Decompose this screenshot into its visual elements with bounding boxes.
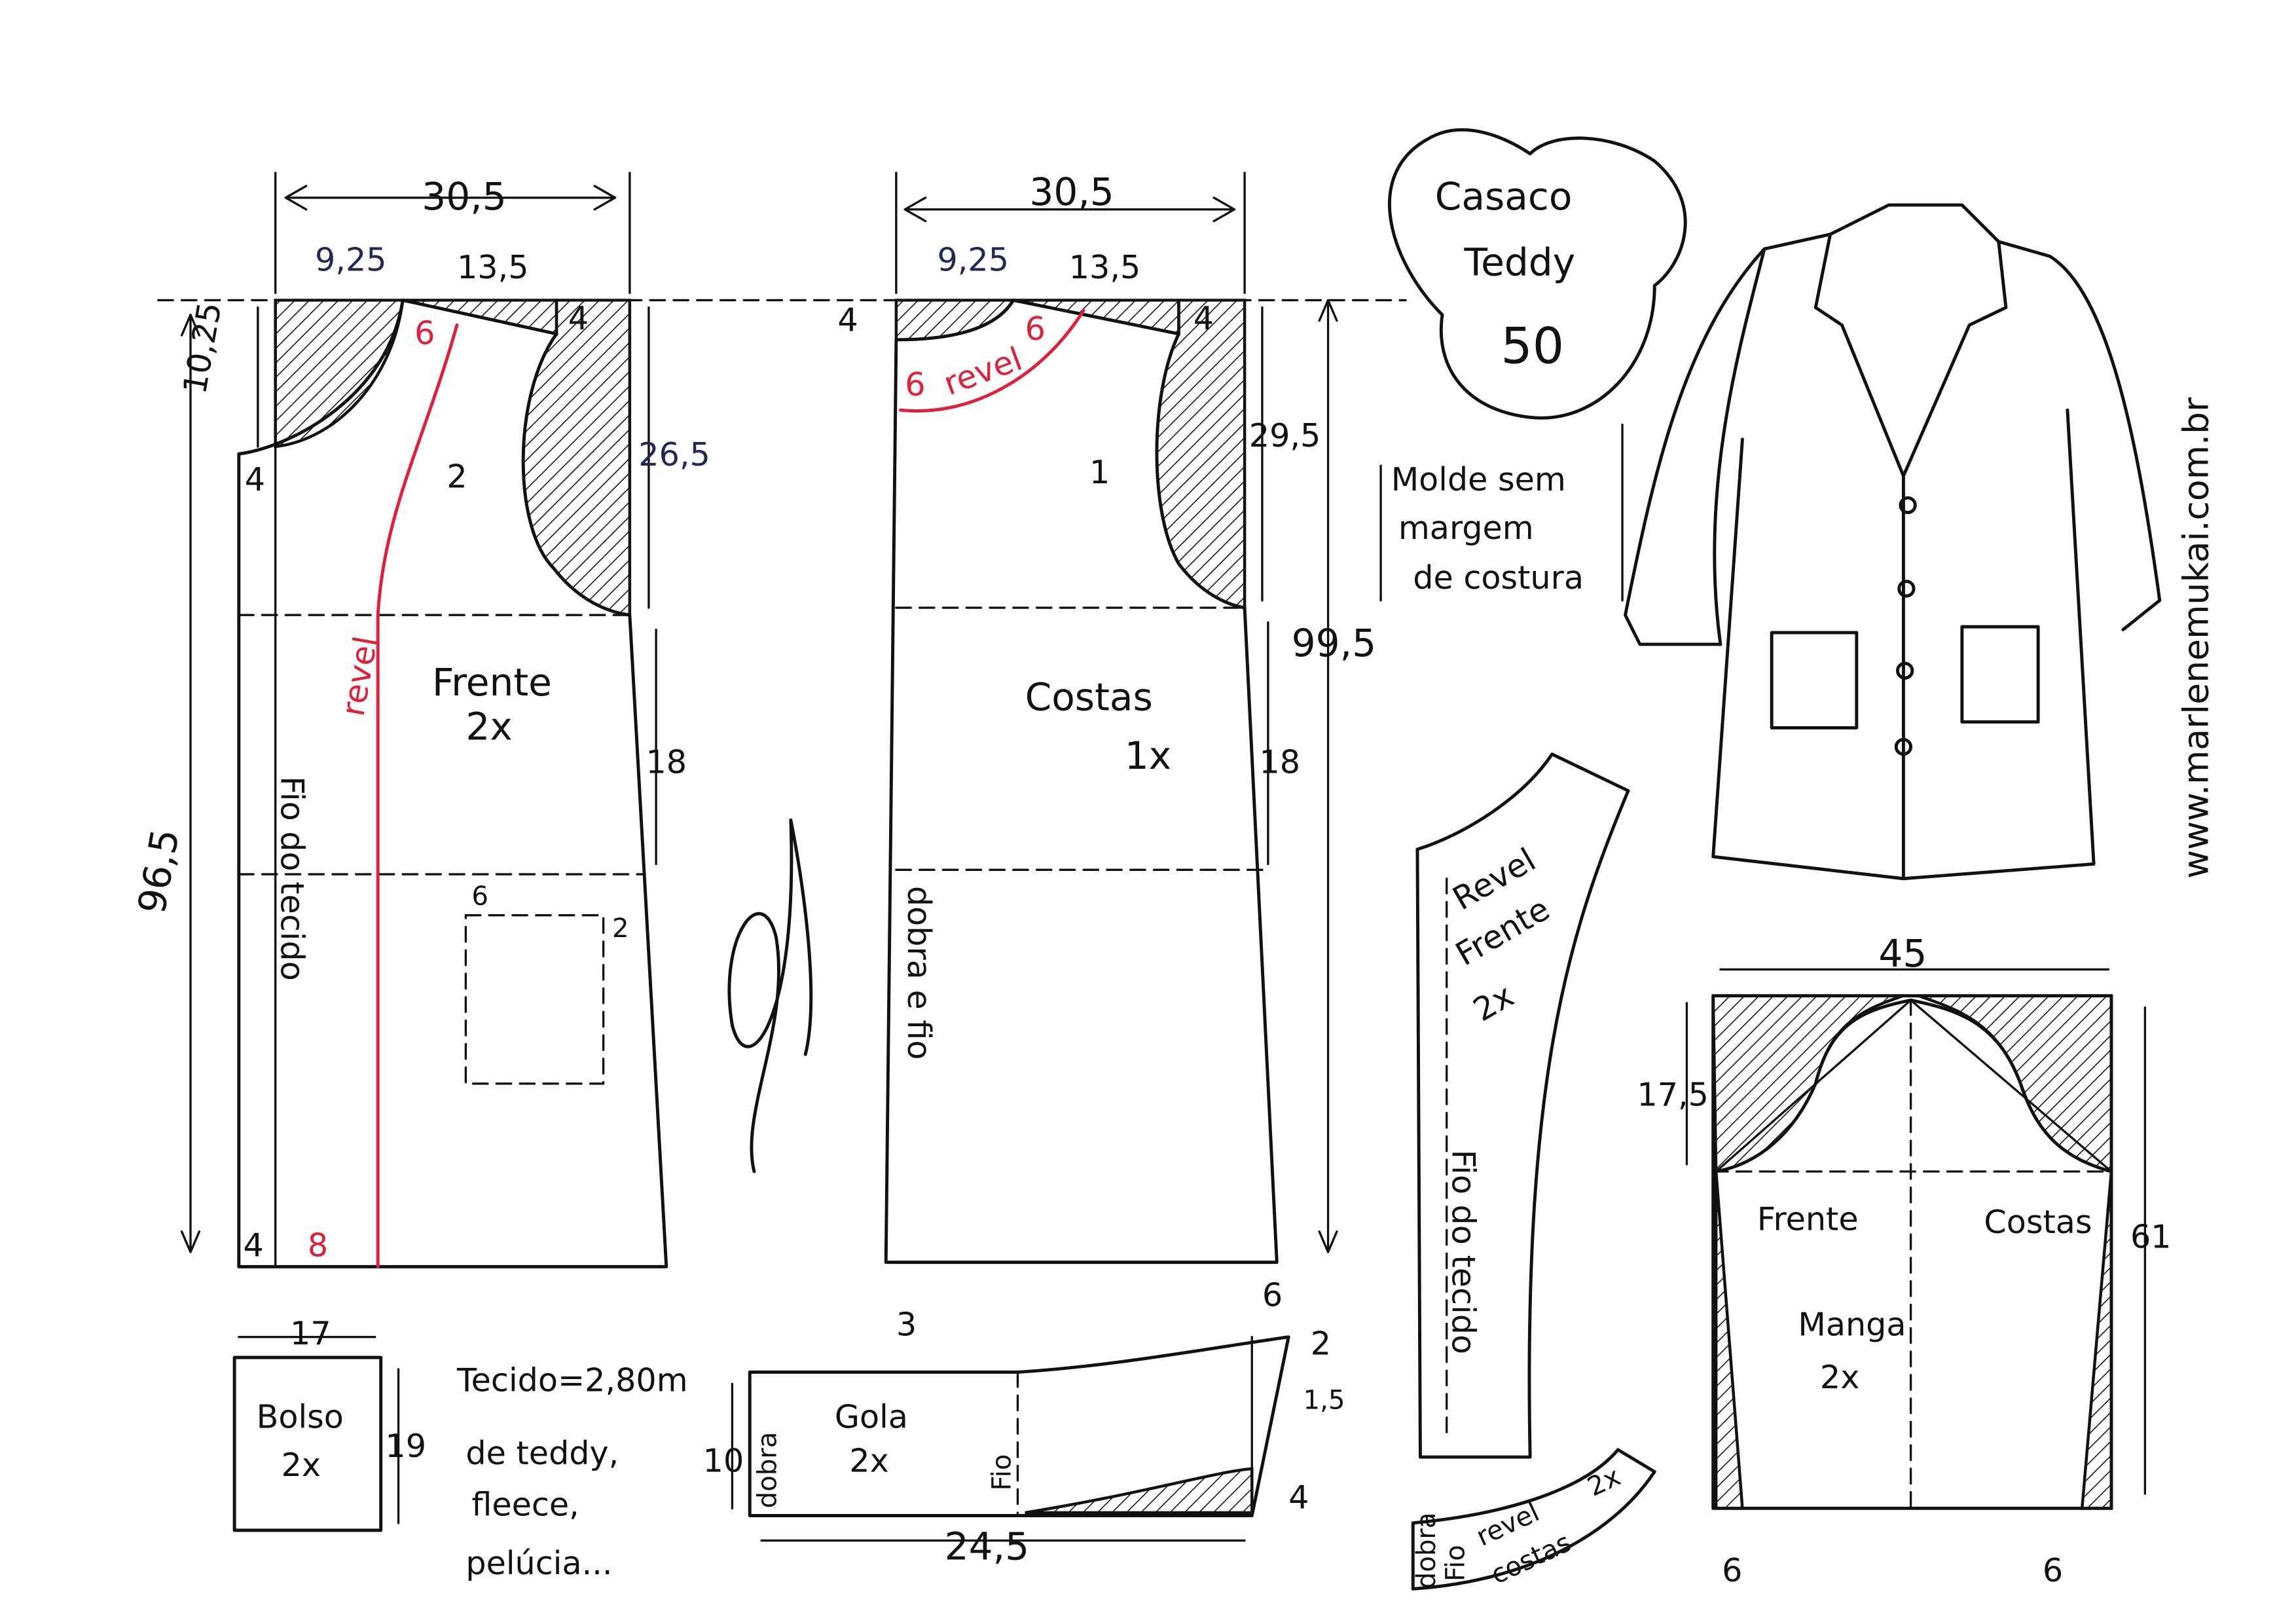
back-neck-depth: 4 bbox=[837, 301, 858, 339]
collar-fold: dobra bbox=[752, 1431, 782, 1508]
front-facing-line bbox=[376, 323, 459, 1268]
coat-illustration bbox=[1624, 203, 2162, 881]
pocket-piece: 17 19 Bolso 2x bbox=[232, 1314, 426, 1532]
front-armhole-label: 2 bbox=[446, 458, 467, 496]
front-facing-bottom: 8 bbox=[308, 1227, 328, 1264]
fabric-line3: fleece, bbox=[471, 1486, 579, 1524]
front-name: Frente bbox=[432, 660, 552, 705]
front-shoulder-drop: 4 bbox=[568, 299, 589, 337]
sleeve-name: Manga bbox=[1798, 1305, 1906, 1343]
back-neck-width: 9,25 bbox=[937, 241, 1009, 279]
pocket-height: 19 bbox=[385, 1427, 426, 1465]
front-pocket-top: 6 bbox=[471, 881, 488, 912]
pocket-name: Bolso bbox=[257, 1397, 344, 1435]
note-line2: margem bbox=[1398, 509, 1534, 547]
back-length-arrow bbox=[1318, 299, 1338, 1253]
sleeve-front: Frente bbox=[1757, 1200, 1859, 1238]
front-piece: 30,5 9,25 13,5 10,25 4 4 26,5 2 6 revel … bbox=[130, 172, 710, 1268]
back-armhole-label: 1 bbox=[1089, 453, 1110, 491]
front-hem-left: 4 bbox=[243, 1227, 263, 1264]
fabric-line2: de teddy, bbox=[465, 1434, 619, 1472]
front-count: 2x bbox=[465, 704, 512, 748]
fabric-line4: pelúcia... bbox=[465, 1544, 612, 1582]
collar-count: 2x bbox=[849, 1441, 888, 1479]
back-facing-neck: 6 bbox=[1025, 310, 1046, 348]
collar-length: 24,5 bbox=[945, 1524, 1029, 1569]
front-total-length: 96,5 bbox=[130, 826, 188, 917]
collar-grain: Fio bbox=[987, 1454, 1017, 1490]
collar-piece: Gola 2x dobra Fio 10 24,5 2 1,5 4 bbox=[703, 1325, 1345, 1569]
seam-allowance-note: Molde sem margem de costura bbox=[1379, 423, 1624, 602]
back-facing-count: 2x bbox=[1583, 1462, 1625, 1503]
front-width-arrow bbox=[284, 185, 617, 211]
front-neck-hatch bbox=[274, 299, 405, 449]
back-piece: 30,5 9,25 13,5 4 4 29,5 1 6 revel 6 99,5… bbox=[837, 170, 1376, 1343]
pocket-width: 17 bbox=[290, 1314, 331, 1352]
back-shoulder-drop: 4 bbox=[1194, 299, 1214, 337]
front-pocket-placement bbox=[464, 913, 605, 1085]
sleeve-hem-right: 6 bbox=[2043, 1551, 2063, 1589]
fabric-note: Tecido=2,80m de teddy, fleece, pelúcia..… bbox=[456, 1361, 688, 1582]
front-shoulder-width: 13,5 bbox=[457, 248, 529, 286]
collar-name: Gola bbox=[835, 1397, 908, 1435]
note-line3: de costura bbox=[1413, 559, 1584, 597]
back-outline bbox=[884, 298, 1279, 1264]
front-width: 30,5 bbox=[422, 174, 506, 219]
coat-pocket-right bbox=[1960, 625, 2040, 724]
back-fold-label: dobra e fio bbox=[900, 886, 938, 1060]
front-neck-depth: 10,25 bbox=[175, 299, 229, 397]
sleeve-count: 2x bbox=[1820, 1358, 1859, 1396]
sleeve-back: Costas bbox=[1984, 1203, 2092, 1241]
front-length-arrow bbox=[180, 314, 201, 1253]
front-facing-count: 2x bbox=[1467, 976, 1520, 1029]
back-facing-grain: Fio bbox=[1441, 1545, 1471, 1581]
collar-rise: 2 bbox=[1311, 1325, 1331, 1363]
front-armhole-hatch bbox=[521, 299, 632, 617]
front-waist-drop: 18 bbox=[646, 743, 687, 781]
front-facing-piece: Revel Frente 2x Fio do tecido bbox=[1415, 752, 1630, 1459]
front-grain-label: Fio do tecido bbox=[274, 776, 312, 981]
back-count: 1x bbox=[1125, 733, 1171, 778]
sleeve-length: 61 bbox=[2130, 1217, 2172, 1255]
title-cloud: Casaco Teddy 50 bbox=[1388, 128, 1687, 420]
back-facing-label: revel bbox=[939, 340, 1027, 403]
collar-height: 10 bbox=[703, 1441, 744, 1479]
front-outline bbox=[237, 298, 668, 1268]
sleeve-width: 45 bbox=[1878, 931, 1927, 976]
note-line1: Molde sem bbox=[1391, 460, 1566, 498]
back-facing-fold: dobra bbox=[1412, 1512, 1442, 1589]
pocket-count: 2x bbox=[282, 1446, 321, 1484]
title-line1: Casaco bbox=[1435, 174, 1573, 219]
sleeve-cap-height: 17,5 bbox=[1637, 1075, 1709, 1113]
back-armhole-depth: 29,5 bbox=[1249, 416, 1321, 454]
back-name: Costas bbox=[1025, 675, 1153, 720]
front-neck-left: 4 bbox=[245, 460, 265, 498]
title-line2: Teddy bbox=[1464, 240, 1576, 284]
back-hem-right: 6 bbox=[1262, 1276, 1283, 1314]
back-width: 30,5 bbox=[1029, 170, 1114, 214]
back-waist-drop: 18 bbox=[1259, 743, 1300, 781]
front-neck-width: 9,25 bbox=[315, 241, 387, 279]
front-armhole-depth: 26,5 bbox=[638, 435, 710, 473]
back-facing-line bbox=[899, 308, 1085, 413]
back-width-arrow bbox=[903, 196, 1236, 223]
sleeve-hem-left: 6 bbox=[1722, 1551, 1742, 1589]
front-facing-grain: Fio do tecido bbox=[1445, 1149, 1483, 1354]
sleeve-piece: 45 17,5 61 Frente Costas Manga 2x 6 6 bbox=[1637, 931, 2171, 1589]
back-hem-left: 3 bbox=[896, 1305, 917, 1343]
back-shoulder-width: 13,5 bbox=[1069, 248, 1141, 286]
title-size: 50 bbox=[1501, 317, 1564, 375]
collar-curve: 4 bbox=[1288, 1478, 1309, 1516]
front-facing-neck: 6 bbox=[414, 314, 435, 352]
coat-pocket-left bbox=[1770, 631, 1859, 729]
fabric-line1: Tecido=2,80m bbox=[456, 1361, 688, 1399]
back-total-length: 99,5 bbox=[1292, 621, 1376, 665]
website: www.marlenemukai.com.br bbox=[2176, 397, 2217, 879]
back-facing-piece: dobra Fio revel costas 2x bbox=[1411, 1448, 1656, 1591]
collar-tip: 1,5 bbox=[1303, 1385, 1345, 1415]
front-pocket-side: 2 bbox=[612, 913, 629, 944]
back-facing-side: 6 bbox=[905, 365, 925, 403]
signature bbox=[727, 818, 813, 1173]
